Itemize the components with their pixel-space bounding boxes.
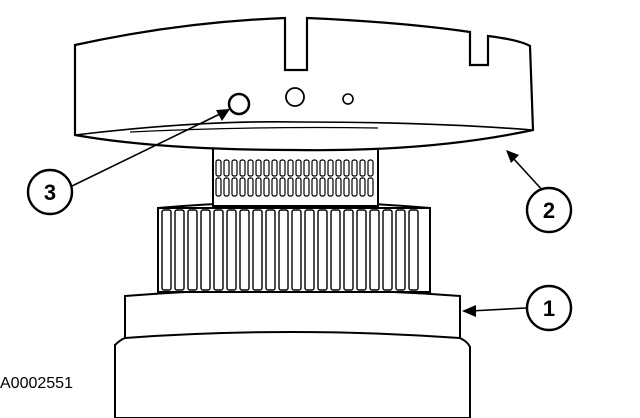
spline-tooth (263, 177, 270, 197)
spline-tooth (343, 209, 354, 291)
spline-tooth (311, 177, 318, 197)
spline-tooth (351, 177, 358, 197)
spline-tooth (287, 177, 294, 197)
spline-tooth (231, 177, 238, 197)
spline-tooth (215, 159, 222, 177)
spline-tooth (279, 177, 286, 197)
spline-tooth (343, 159, 350, 177)
spline-tooth (231, 159, 238, 177)
spline-tooth (265, 209, 276, 291)
spline-tooth (247, 159, 254, 177)
callout-3: 3 (26, 168, 74, 216)
spline-tooth (327, 159, 334, 177)
spline-tooth (335, 159, 342, 177)
spline-tooth (226, 209, 237, 291)
spline-tooth (395, 209, 406, 291)
spline-tooth (278, 209, 289, 291)
spline-tooth (356, 209, 367, 291)
spline-tooth (215, 177, 222, 197)
spline-tooth (367, 159, 374, 177)
svg-text:3: 3 (44, 180, 56, 205)
spline-tooth (295, 177, 302, 197)
spline-tooth (343, 177, 350, 197)
spline-tooth (223, 177, 230, 197)
callout-2: 2 (525, 186, 573, 234)
spline-tooth (359, 177, 366, 197)
leader-lines (71, 109, 546, 317)
spline-tooth (369, 209, 380, 291)
spline-tooth (408, 209, 419, 291)
spline-tooth (223, 159, 230, 177)
spline-tooth (367, 177, 374, 197)
figure-code: A0002551 (0, 375, 73, 392)
spline-tooth (247, 177, 254, 197)
spline-tooth (359, 159, 366, 177)
spline-tooth (335, 177, 342, 197)
spline-tooth (271, 177, 278, 197)
spline-tooth (239, 209, 250, 291)
spline-tooth (174, 209, 185, 291)
spline-tooth (304, 209, 315, 291)
spline-tooth (303, 177, 310, 197)
large-spline-hub (157, 201, 431, 293)
spline-tooth (295, 159, 302, 177)
small-spline-teeth-upper (215, 159, 374, 177)
spline-tooth (263, 159, 270, 177)
spline-tooth (287, 159, 294, 177)
spline-tooth (200, 209, 211, 291)
spline-tooth (255, 177, 262, 197)
lower-housing (114, 288, 471, 418)
small-spline-teeth-lower (215, 177, 374, 197)
spline-tooth (330, 209, 341, 291)
spline-tooth (213, 209, 224, 291)
drum-holes (227, 87, 354, 116)
small-spline-neck (212, 146, 379, 207)
spline-tooth (279, 159, 286, 177)
large-spline-teeth (161, 209, 419, 291)
spline-tooth (239, 177, 246, 197)
svg-text:2: 2 (543, 198, 555, 223)
drum-hole (227, 92, 251, 116)
spline-tooth (327, 177, 334, 197)
spline-tooth (303, 159, 310, 177)
svg-text:1: 1 (543, 296, 555, 321)
spline-tooth (187, 209, 198, 291)
spline-tooth (291, 209, 302, 291)
spline-tooth (311, 159, 318, 177)
spline-tooth (319, 177, 326, 197)
spline-tooth (271, 159, 278, 177)
upper-drum (73, 16, 535, 152)
callout-1: 1 (525, 284, 573, 332)
spline-tooth (317, 209, 328, 291)
spline-tooth (255, 159, 262, 177)
spline-tooth (382, 209, 393, 291)
spline-tooth (239, 159, 246, 177)
spline-tooth (161, 209, 172, 291)
spline-tooth (252, 209, 263, 291)
spline-tooth (351, 159, 358, 177)
spline-tooth (319, 159, 326, 177)
